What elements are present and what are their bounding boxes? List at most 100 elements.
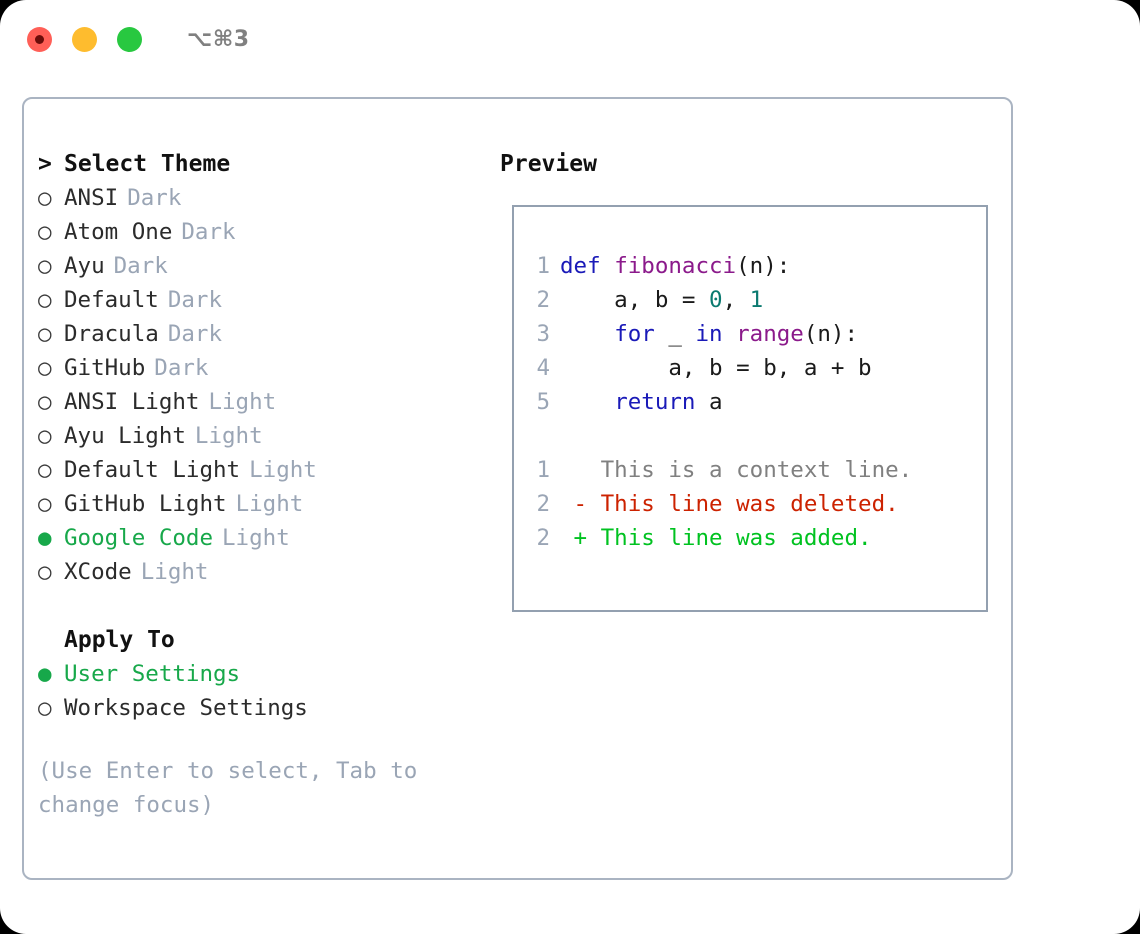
code-token: (n): <box>736 253 791 279</box>
code-token <box>723 321 737 347</box>
diff-marker <box>560 457 601 483</box>
hint-text: (Use Enter to select, Tab to change focu… <box>38 758 418 818</box>
apply-to-label: Workspace Settings <box>64 695 308 721</box>
apply-to-heading: >Apply To <box>38 623 478 657</box>
diff-text: This is a context line. <box>600 457 913 483</box>
line-number: 1 <box>536 457 550 483</box>
theme-variant-tag: Light <box>249 457 317 483</box>
radio-unselected-icon: ○ <box>38 321 52 347</box>
theme-variant-tag: Light <box>208 389 277 415</box>
radio-unselected-icon: ○ <box>38 185 52 211</box>
theme-list-item[interactable]: ○ ANSI Light Light <box>38 385 478 419</box>
code-token: 1 <box>749 287 764 313</box>
code-token <box>601 253 615 279</box>
line-number: 2 <box>536 491 550 517</box>
radio-unselected-icon: ○ <box>38 695 52 721</box>
line-number: 4 <box>536 355 550 381</box>
code-token: 0 <box>709 287 723 313</box>
code-token: return <box>614 389 696 415</box>
code-token: a, b = b, a + b <box>560 355 872 381</box>
title-bar: ⌥⌘3 <box>0 0 1140 78</box>
diff-line: 2 + This line was added. <box>526 521 912 555</box>
theme-variant-tag: Dark <box>154 355 209 381</box>
radio-unselected-icon: ○ <box>38 219 52 245</box>
code-token: for <box>614 321 655 347</box>
diff-line: 1 This is a context line. <box>526 453 912 487</box>
apply-to-title: Apply To <box>64 627 175 653</box>
code-token: in <box>695 321 723 347</box>
theme-list-item[interactable]: ○ ANSI Dark <box>38 181 478 215</box>
code-token: _ <box>654 321 696 347</box>
code-line: 1 def fibonacci(n): <box>526 249 912 283</box>
theme-variant-tag: Light <box>235 491 304 517</box>
preview-title: Preview <box>500 151 597 177</box>
code-line: 4 a, b = b, a + b <box>526 351 912 385</box>
theme-list-item[interactable]: ○ Dracula Dark <box>38 317 478 351</box>
radio-unselected-icon: ○ <box>38 423 52 449</box>
theme-variant-tag: Light <box>140 559 209 585</box>
theme-variant-tag: Dark <box>167 287 223 313</box>
line-number: 3 <box>536 321 550 347</box>
theme-name-label: ANSI <box>64 185 119 211</box>
caret-icon: > <box>38 151 52 177</box>
diff-marker: - <box>560 491 601 517</box>
radio-unselected-icon: ○ <box>38 355 52 381</box>
maximize-button[interactable] <box>117 26 142 52</box>
theme-list-item[interactable]: ○ Ayu Light Light <box>38 419 478 453</box>
code-line: 5 return a <box>526 385 912 419</box>
shortcut-label: ⌥⌘3 <box>187 26 250 52</box>
code-token <box>560 321 614 347</box>
theme-name-label: Ayu Light <box>64 423 186 449</box>
theme-list-item[interactable]: ○ Default Light Light <box>38 453 478 487</box>
radio-unselected-icon: ○ <box>38 253 52 279</box>
radio-unselected-icon: ○ <box>38 287 52 313</box>
theme-name-label: Dracula <box>64 321 159 347</box>
apply-to-list: ●User Settings ○ Workspace Settings <box>38 657 478 725</box>
select-theme-title: Select Theme <box>64 151 231 177</box>
code-token: a, b = <box>560 287 710 313</box>
caret-placeholder-icon: > <box>38 623 64 657</box>
code-token: fibonacci <box>614 253 737 279</box>
theme-name-label: Ayu <box>64 253 105 279</box>
theme-variant-tag: Dark <box>127 185 182 211</box>
radio-unselected-icon: ○ <box>38 389 52 415</box>
theme-list-item[interactable]: ○ Default Dark <box>38 283 478 317</box>
code-token: a <box>695 389 723 415</box>
code-line: 3 for _ in range(n): <box>526 317 912 351</box>
theme-variant-tag: Light <box>222 525 290 551</box>
theme-variant-tag: Dark <box>167 321 223 347</box>
code-diff-separator <box>526 419 912 453</box>
code-line: 2 a, b = 0, 1 <box>526 283 912 317</box>
theme-name-label: Default Light <box>64 457 241 483</box>
apply-to-item[interactable]: ○ Workspace Settings <box>38 691 478 725</box>
diff-text: This line was added. <box>600 525 872 551</box>
theme-name-label: ANSI Light <box>64 389 200 415</box>
code-token: , <box>722 287 750 313</box>
line-number: 2 <box>536 287 550 313</box>
minimize-button[interactable] <box>72 26 97 52</box>
radio-unselected-icon: ○ <box>38 457 52 483</box>
theme-variant-tag: Light <box>194 423 263 449</box>
diff-line: 2 - This line was deleted. <box>526 487 912 521</box>
close-button[interactable] <box>27 26 52 52</box>
theme-name-label: Google Code <box>64 525 214 551</box>
theme-variant-tag: Dark <box>181 219 236 245</box>
diff-marker: + <box>560 525 601 551</box>
code-token: range <box>736 321 804 347</box>
line-number: 1 <box>536 253 550 279</box>
theme-name-label: Default <box>64 287 159 313</box>
apply-to-item[interactable]: ●User Settings <box>38 657 478 691</box>
code-token: def <box>560 253 601 279</box>
